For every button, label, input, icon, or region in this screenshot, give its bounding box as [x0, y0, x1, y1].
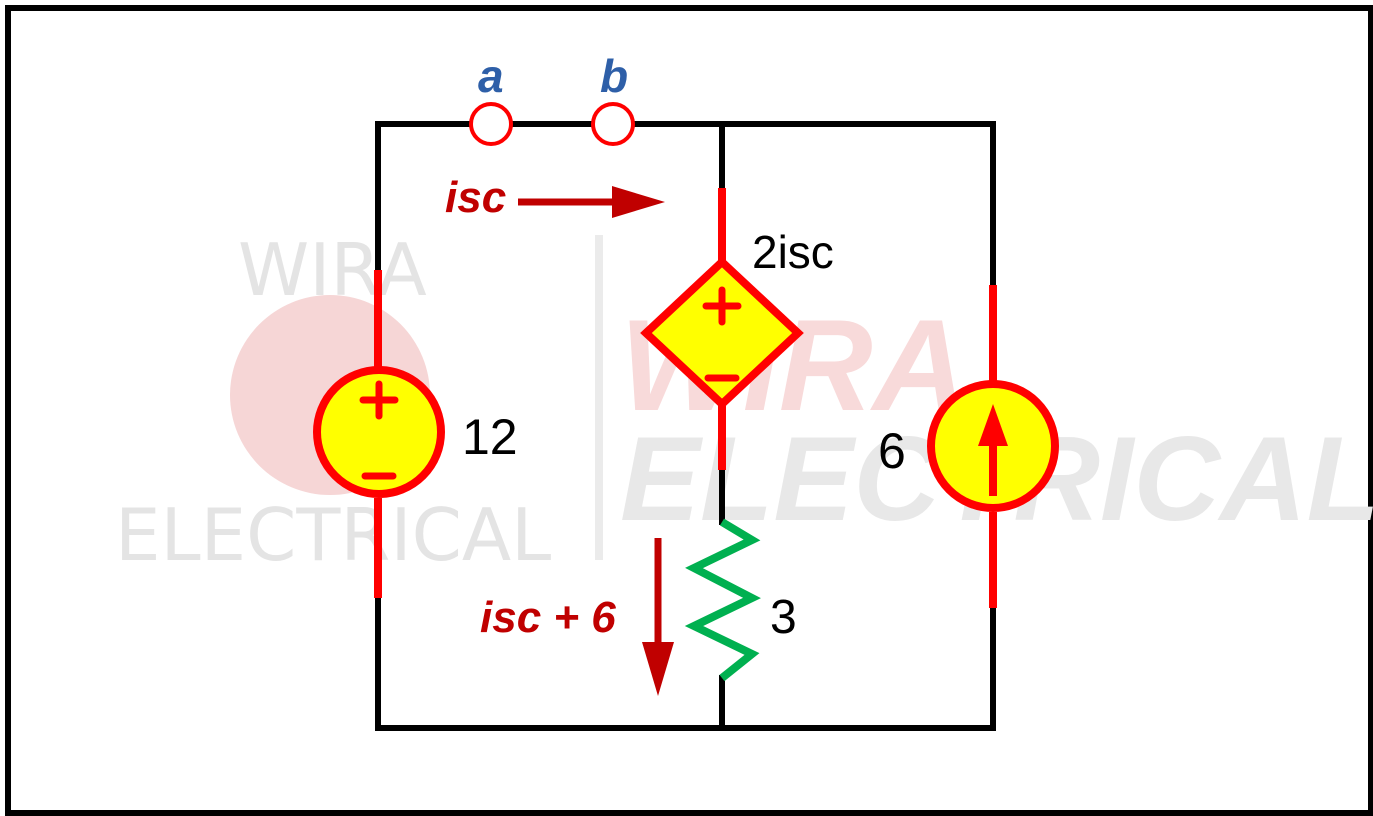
wire-top-right	[631, 121, 996, 288]
watermark-divider	[595, 235, 603, 560]
plus-icon	[702, 286, 742, 326]
watermark-left-bottom: ELECTRICAL	[115, 493, 551, 577]
current-label-top: isc	[445, 173, 506, 222]
watermark-left-top: WIRA	[238, 228, 427, 312]
dependent-source-body	[640, 256, 804, 410]
voltage-source	[313, 366, 445, 498]
terminal-b-label: b	[600, 50, 628, 102]
plus-icon	[359, 380, 399, 420]
arrow-up-icon	[978, 404, 1008, 496]
wires	[375, 121, 996, 731]
wire-bottom	[375, 595, 996, 731]
current-source	[927, 380, 1059, 512]
resistor-value: 3	[770, 591, 797, 644]
dependent-source	[640, 256, 804, 410]
current-label-resistor: isc + 6	[480, 593, 616, 642]
resistor-body	[684, 518, 761, 682]
component-leads	[374, 188, 997, 608]
current-source-value: 6	[878, 423, 906, 479]
dependent-source-value: 2isc	[752, 226, 834, 278]
current-arrow-right-icon	[518, 186, 665, 218]
voltage-source-body	[313, 366, 445, 498]
voltage-source-value: 12	[462, 409, 518, 465]
terminal-b[interactable]	[591, 102, 635, 146]
wire-top-left	[375, 121, 473, 273]
terminal-a[interactable]	[469, 102, 513, 146]
terminal-a-label: a	[478, 50, 504, 102]
current-arrow-down-icon	[642, 538, 674, 696]
